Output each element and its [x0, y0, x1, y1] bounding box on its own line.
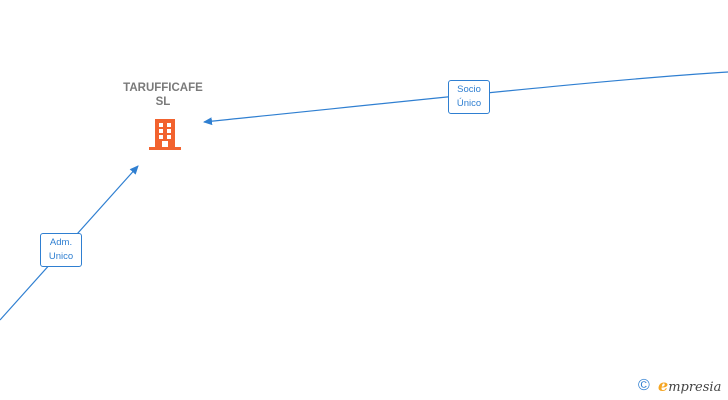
relation-label-adm-unico[interactable]: Adm. Unico — [40, 233, 82, 267]
watermark: © empresia — [638, 376, 728, 396]
relation-label-socio-unico[interactable]: Socio Único — [448, 80, 490, 114]
relation-label-line1: Adm. — [49, 237, 73, 248]
brand-rest: mpresia — [668, 380, 722, 395]
building-icon[interactable] — [149, 117, 181, 151]
company-name-line2: SL — [155, 96, 171, 108]
company-name-line1: TARUFFICAFE — [123, 82, 203, 94]
brand-logo: empresia — [658, 376, 721, 398]
brand-initial: e — [658, 376, 669, 395]
company-node-name[interactable]: TARUFFICAFE SL — [108, 81, 218, 109]
relation-label-line2: Único — [456, 98, 482, 109]
relation-label-line1: Socio — [457, 84, 481, 95]
edge-socio-unico — [203, 71, 728, 126]
relation-label-line2: Unico — [48, 251, 74, 262]
copyright-icon: © — [638, 377, 650, 394]
